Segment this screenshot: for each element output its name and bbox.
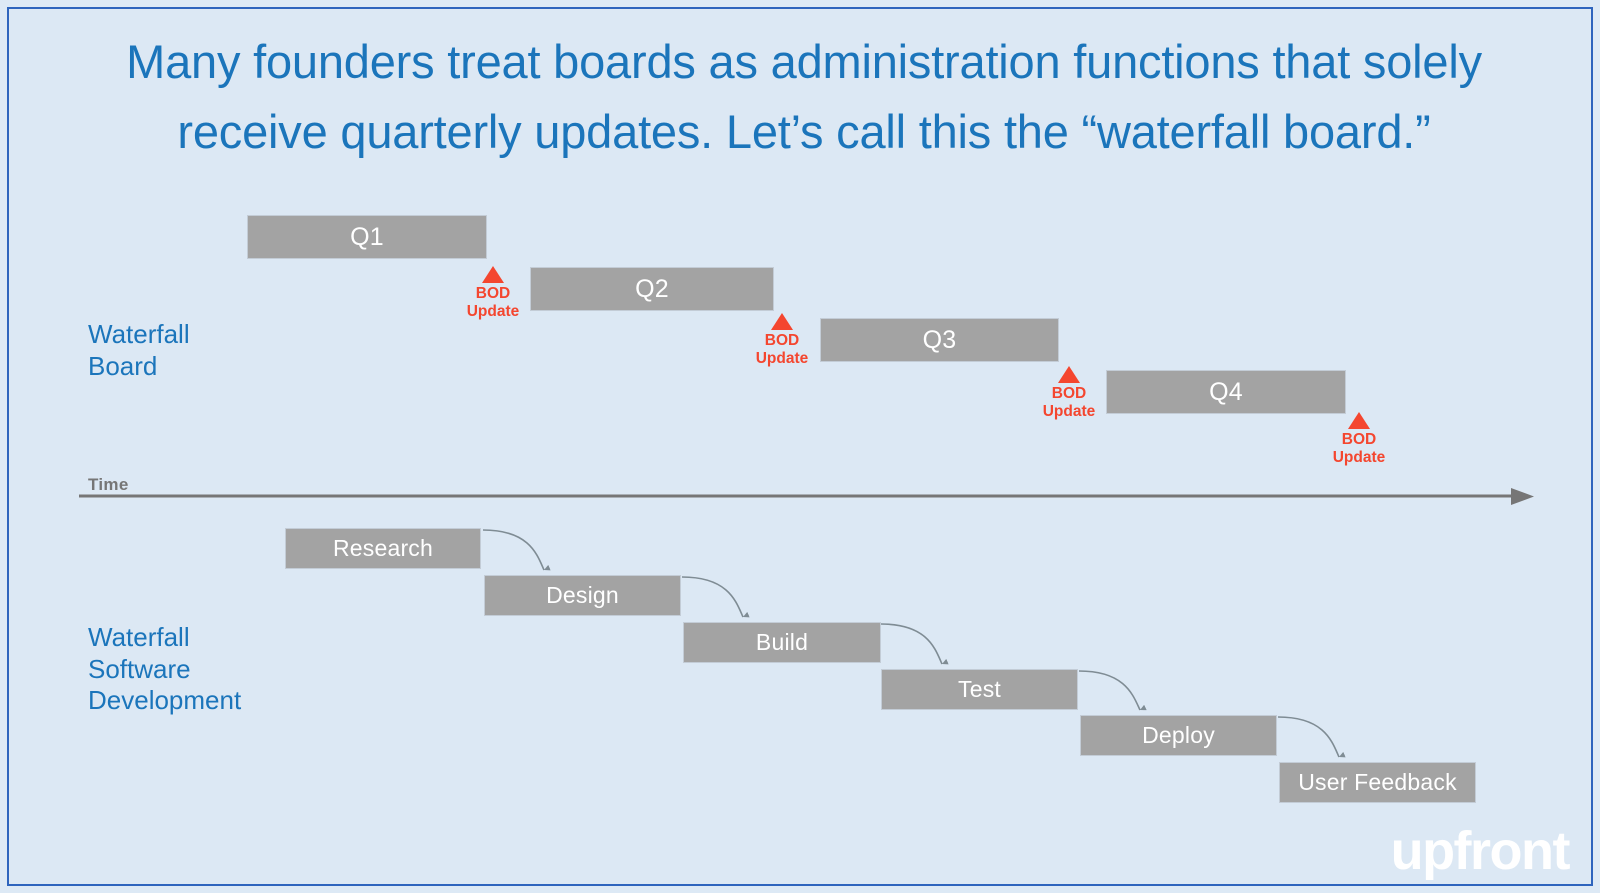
stage-bar-label: Test [958, 676, 1001, 702]
quarter-bar-label: Q3 [922, 325, 957, 354]
time-axis-arrow [79, 488, 1534, 505]
stage-bar-research: Research [285, 528, 481, 569]
bod-update-line1: BOD [475, 285, 511, 302]
stage-bar-test: Test [881, 669, 1078, 710]
bod-update-marker-1: BOD Update [447, 266, 539, 322]
waterfall-software-development-label: Waterfall Software Development [88, 622, 242, 716]
stage-bar-label: Deploy [1142, 722, 1215, 748]
time-axis-label: Time [88, 475, 129, 494]
waterfall-board-label: Waterfall Board [88, 319, 190, 381]
bod-update-line2: Update [755, 350, 809, 368]
stage-bar-label: Research [332, 535, 434, 561]
bod-update-line1: BOD [764, 332, 800, 349]
quarter-bar-label: Q2 [635, 274, 669, 303]
quarter-bar-q1: Q1 [247, 215, 487, 259]
slide-frame: Many founders treat boards as administra… [7, 7, 1593, 886]
triangle-marker-icon [482, 266, 504, 283]
quarter-bar-q4: Q4 [1106, 370, 1346, 414]
quarter-bar-q3: Q3 [820, 318, 1059, 362]
quarter-bar-q2: Q2 [530, 267, 774, 311]
bod-update-line1: BOD [1051, 385, 1087, 402]
bod-update-marker-4: BOD Update [1313, 412, 1405, 468]
bod-update-line2: Update [1042, 403, 1096, 421]
triangle-marker-icon [1058, 366, 1080, 383]
quarter-bar-label: Q4 [1209, 377, 1243, 406]
bod-update-line1: BOD [1341, 431, 1377, 448]
stage-bar-label: Build [755, 629, 809, 655]
page-title: Many founders treat boards as administra… [126, 35, 1482, 158]
bod-update-marker-3: BOD Update [1023, 366, 1115, 422]
bod-update-line2: Update [1332, 449, 1386, 467]
stage-bar-build: Build [683, 622, 881, 663]
bod-update-line2: Update [466, 303, 520, 321]
stage-bar-design: Design [484, 575, 681, 616]
stage-bar-label: Design [546, 582, 619, 608]
upfront-logo: upfront [1390, 821, 1571, 881]
stage-bar-deploy: Deploy [1080, 715, 1277, 756]
quarter-bar-label: Q1 [350, 222, 384, 251]
bod-update-marker-2: BOD Update [736, 313, 828, 369]
triangle-marker-icon [771, 313, 793, 330]
stage-bar-label: User Feedback [1298, 769, 1457, 795]
stage-bar-user-feedback: User Feedback [1279, 762, 1476, 803]
triangle-marker-icon [1348, 412, 1370, 429]
